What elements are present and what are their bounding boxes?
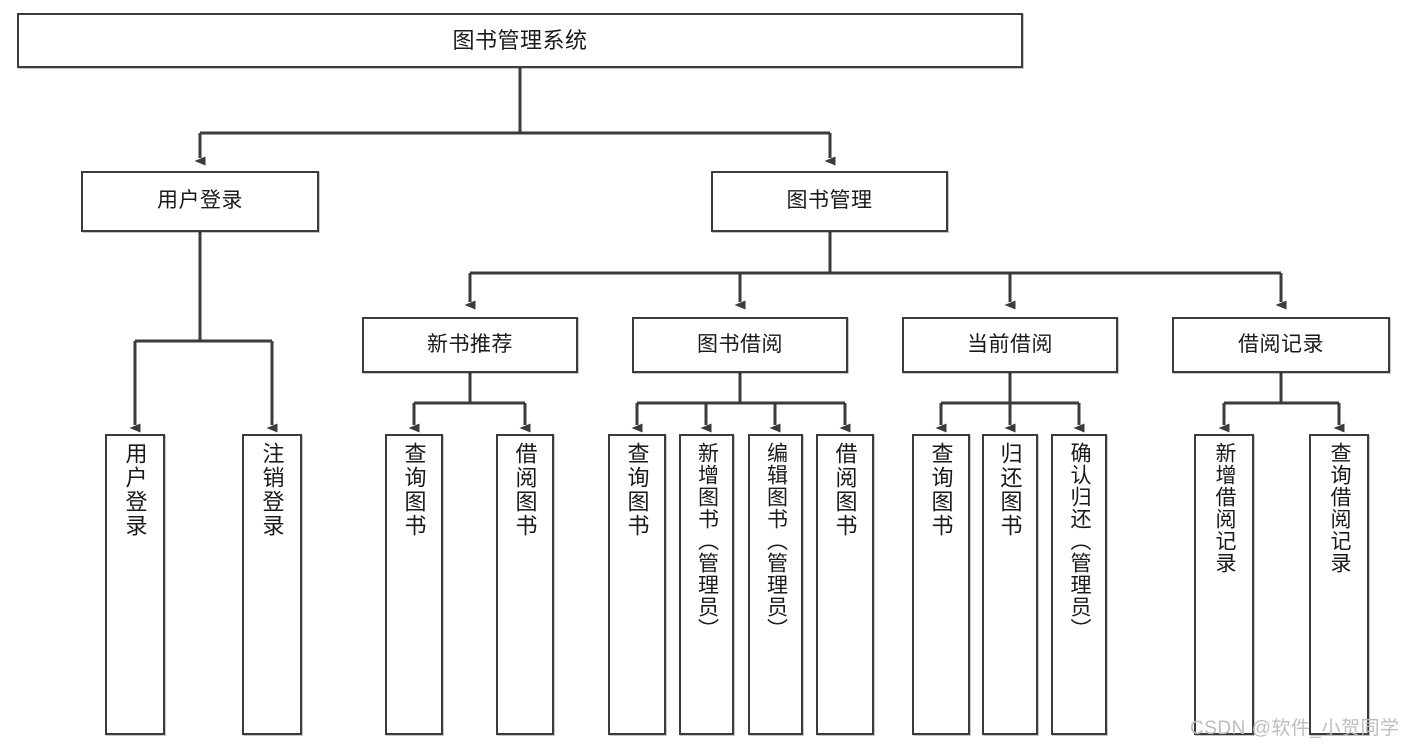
node-label: 图书借阅 [697,332,783,356]
node-label: 查询图书 [624,442,650,538]
node-new-book-recommend[interactable]: 新书推荐 [362,317,578,373]
leaf-return-book[interactable]: 归还图书 [982,434,1038,735]
node-label: 借阅图书 [512,442,538,538]
leaf-borrow-book-recommend[interactable]: 借阅图书 [496,434,554,735]
leaf-logout-login[interactable]: 注销登录 [242,434,302,735]
node-borrow-record[interactable]: 借阅记录 [1172,317,1390,373]
leaf-borrow-book-borrow[interactable]: 借阅图书 [816,434,874,735]
node-current-borrow[interactable]: 当前借阅 [902,317,1118,373]
node-label: 新增借阅记录 [1213,442,1237,574]
node-book-borrow[interactable]: 图书借阅 [632,317,848,373]
leaf-edit-book-admin[interactable]: 编辑图书（管理员） [748,434,803,735]
node-label: 编辑图书（管理员） [764,442,788,640]
leaf-user-login[interactable]: 用户登录 [105,434,165,735]
leaf-query-book-current[interactable]: 查询图书 [912,434,970,735]
node-label: 图书管理 [786,189,873,213]
node-label: 确认归还（管理员） [1068,442,1092,640]
node-label: 新增图书（管理员） [695,442,719,640]
node-root-book-management-system[interactable]: 图书管理系统 [17,13,1023,68]
node-label: 借阅记录 [1238,332,1324,356]
leaf-query-book-recommend[interactable]: 查询图书 [385,434,443,735]
node-label: 图书管理系统 [452,27,588,53]
node-book-management[interactable]: 图书管理 [711,171,948,232]
node-label: 注销登录 [259,442,285,538]
leaf-query-book-borrow[interactable]: 查询图书 [608,434,666,735]
node-label: 归还图书 [997,442,1023,538]
node-label: 查询图书 [928,442,954,538]
leaf-add-book-admin[interactable]: 新增图书（管理员） [679,434,734,735]
node-label: 查询借阅记录 [1328,442,1352,574]
node-label: 查询图书 [401,442,427,538]
leaf-add-borrow-record[interactable]: 新增借阅记录 [1194,434,1254,735]
watermark-csdn: CSDN @软件_小贺同学 [1190,718,1400,739]
node-label: 用户登录 [122,442,148,538]
node-label: 借阅图书 [832,442,858,538]
leaf-confirm-return-admin[interactable]: 确认归还（管理员） [1051,434,1107,735]
node-user-login[interactable]: 用户登录 [81,171,319,232]
node-label: 当前借阅 [967,332,1053,356]
node-label: 用户登录 [157,189,243,213]
node-label: 新书推荐 [427,332,513,356]
leaf-query-borrow-record[interactable]: 查询借阅记录 [1309,434,1369,735]
